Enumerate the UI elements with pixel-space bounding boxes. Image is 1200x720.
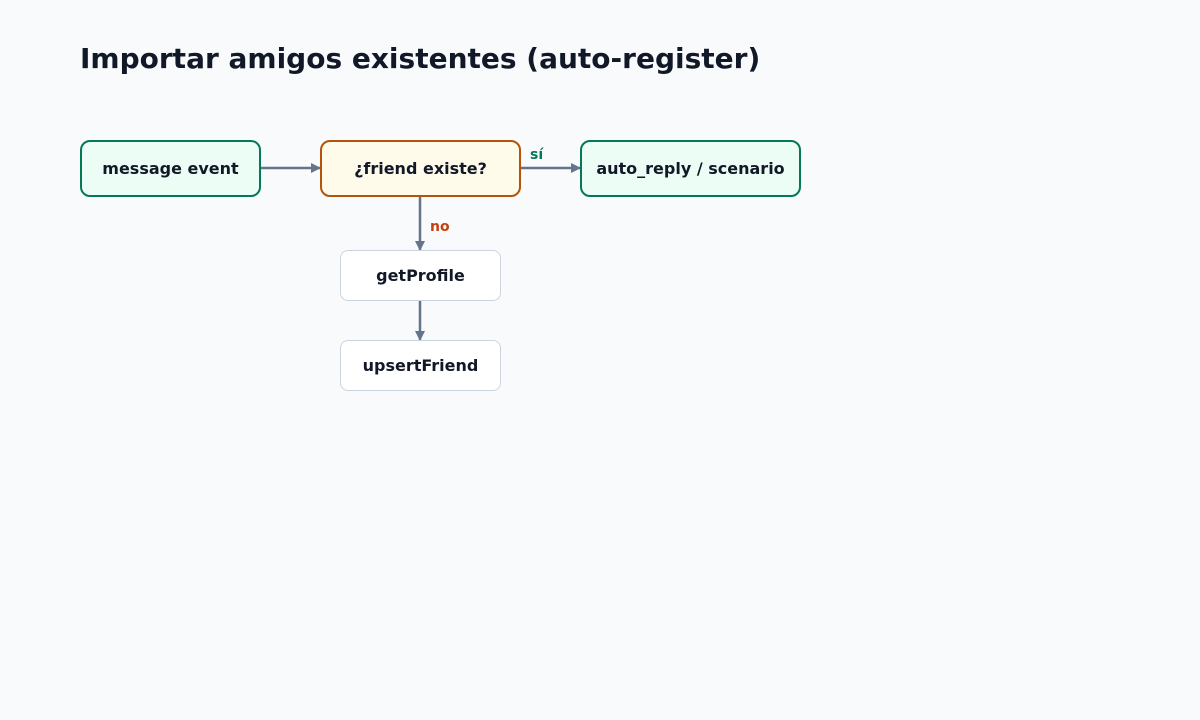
node-auto-reply-label: auto_reply / scenario (596, 159, 785, 178)
node-auto-reply-scenario: auto_reply / scenario (580, 140, 801, 197)
node-message-event: message event (80, 140, 261, 197)
edge-label-yes: sí (530, 147, 544, 163)
node-upsert-friend-label: upsertFriend (362, 356, 479, 375)
page-title: Importar amigos existentes (auto-registe… (80, 42, 761, 75)
node-get-profile-label: getProfile (376, 266, 465, 285)
node-get-profile: getProfile (340, 250, 501, 301)
node-friend-exists-decision: ¿friend existe? (320, 140, 521, 197)
node-friend-exists-label: ¿friend existe? (354, 159, 487, 178)
node-upsert-friend: upsertFriend (340, 340, 501, 391)
edge-label-no: no (430, 219, 450, 235)
node-message-event-label: message event (102, 159, 239, 178)
